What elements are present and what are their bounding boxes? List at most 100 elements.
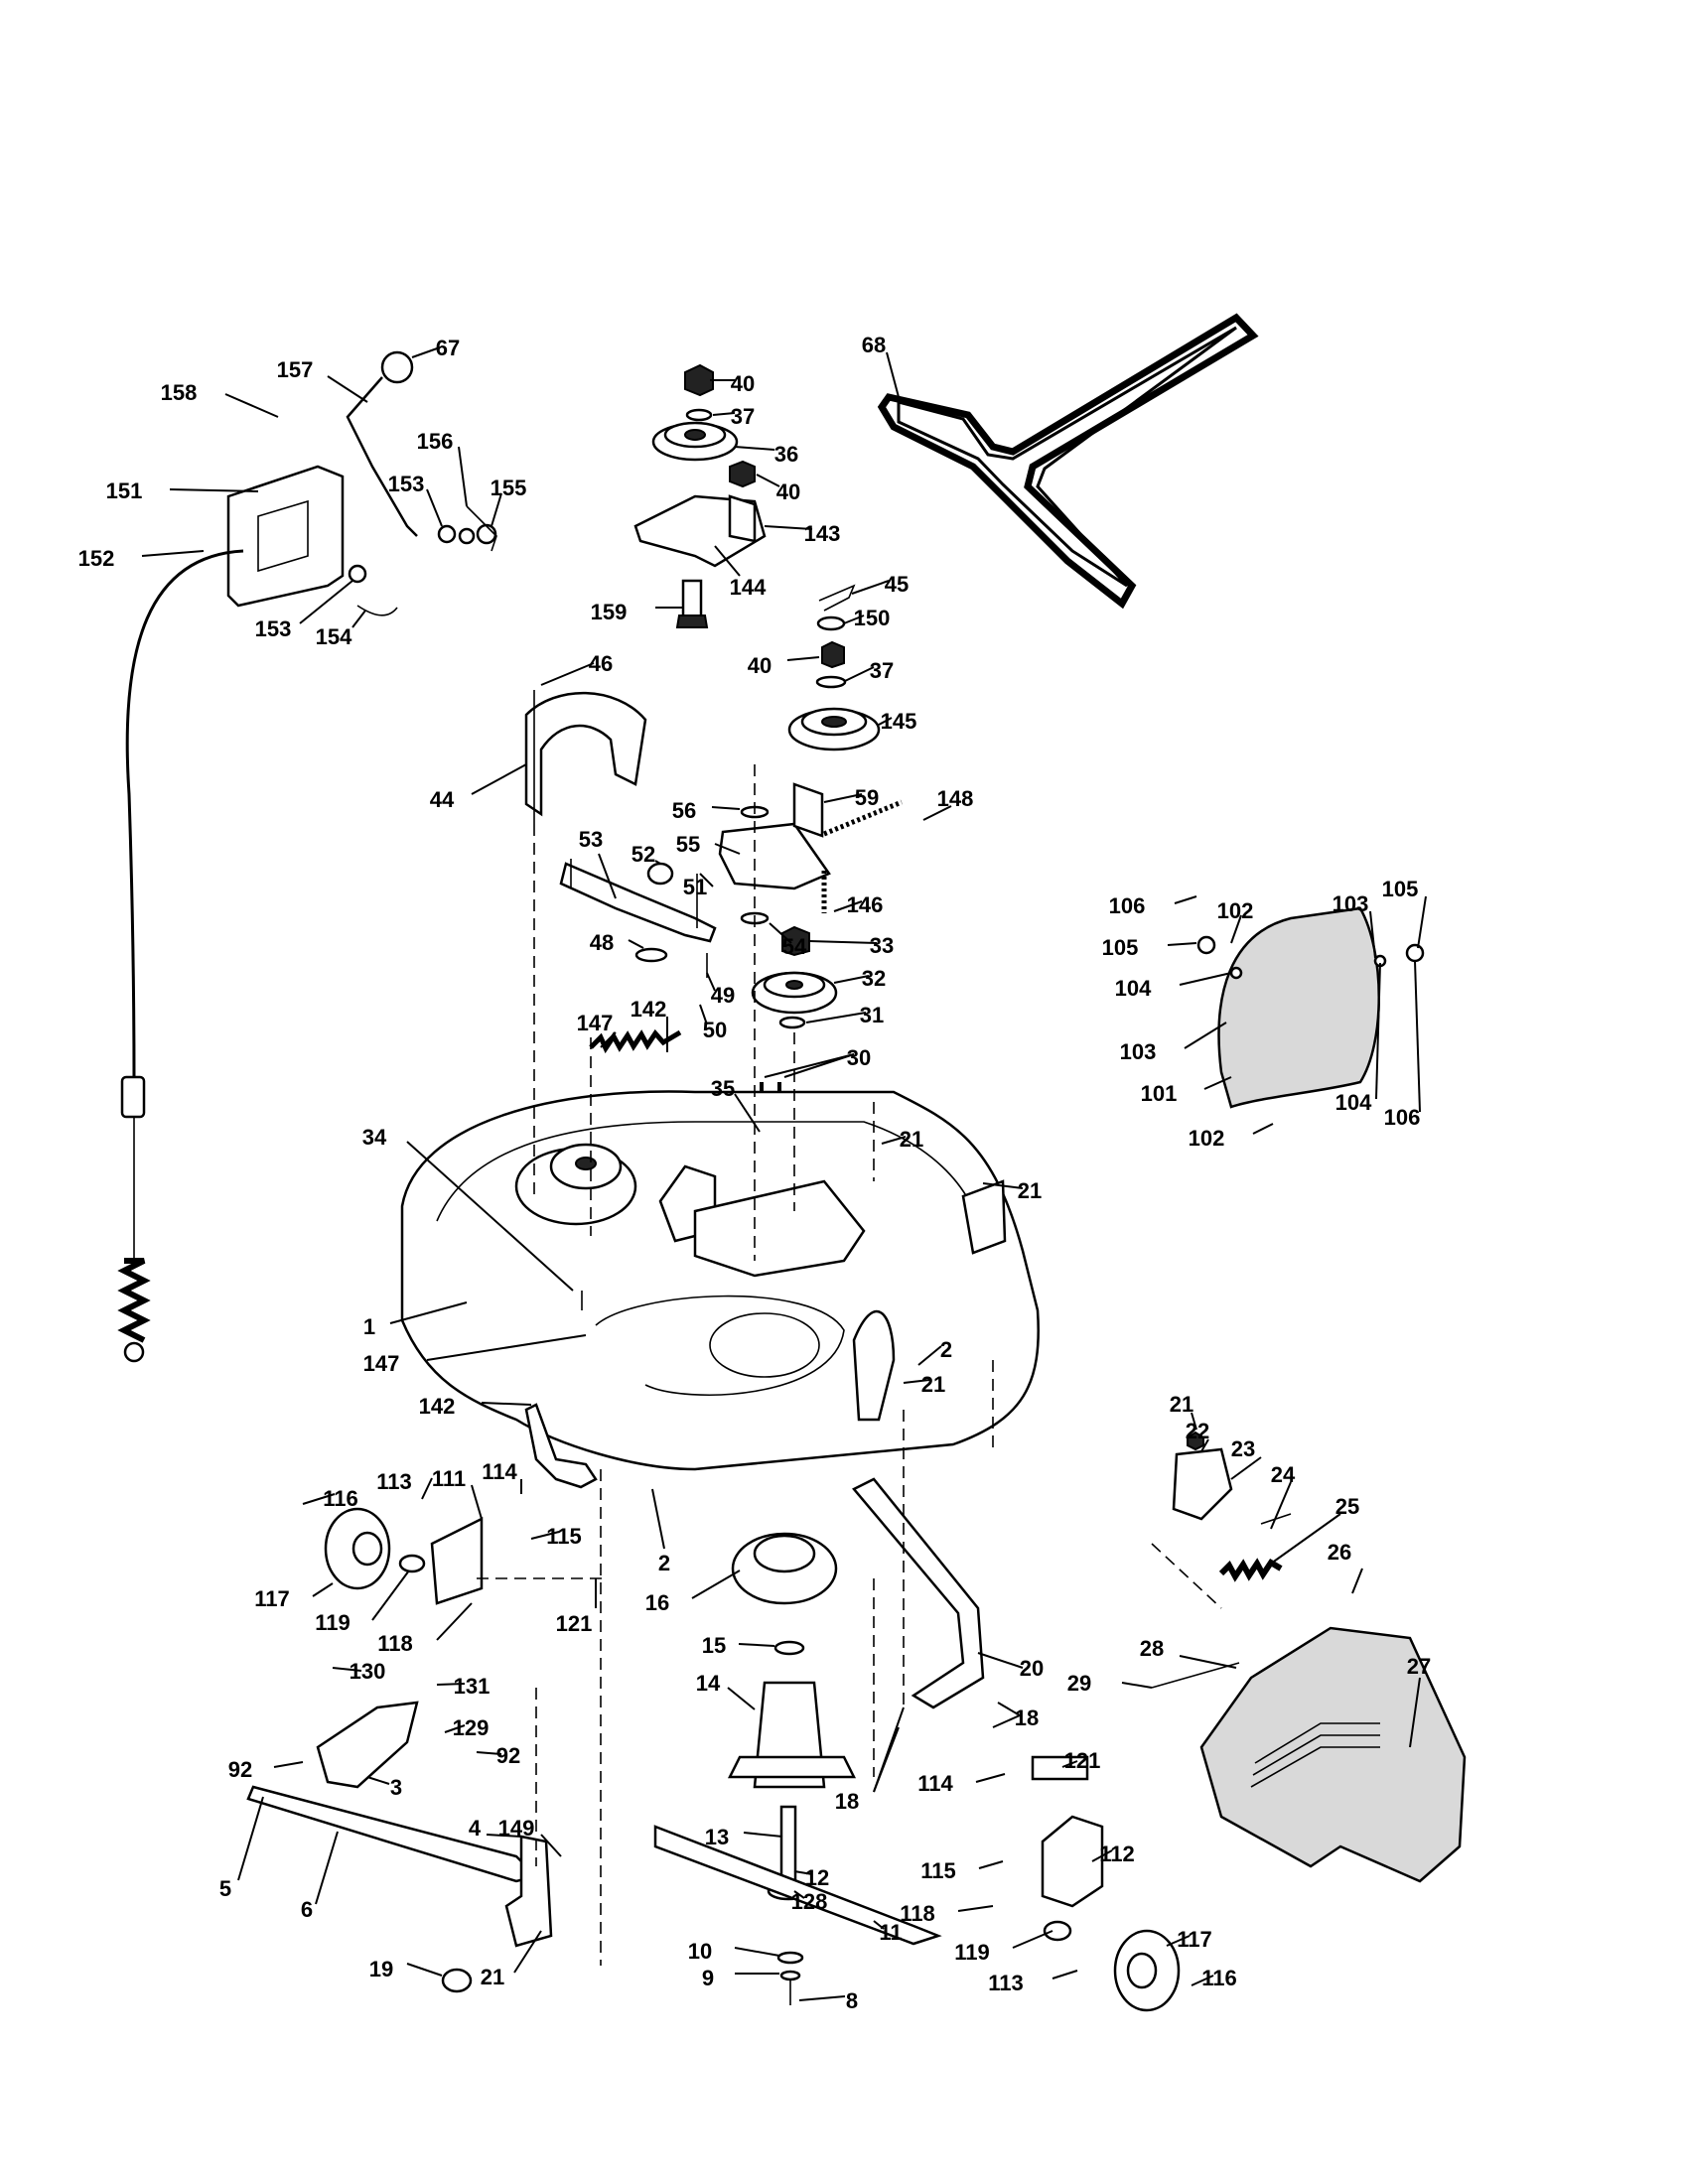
- part-number-label-121: 121: [1064, 1748, 1101, 1773]
- part-number-label-10: 10: [688, 1939, 712, 1964]
- lever-rod: [346, 376, 418, 537]
- part-number-label-8: 8: [846, 1988, 858, 2013]
- leader-lines: [141, 346, 1427, 2001]
- part-number-label-131: 131: [454, 1674, 491, 1699]
- part-number-label-106: 106: [1109, 893, 1146, 918]
- part-number-label-44: 44: [430, 787, 455, 812]
- part-number-label-21: 21: [481, 1965, 504, 1989]
- idler-arm-assembly: [559, 782, 903, 978]
- part-number-label-9: 9: [702, 1966, 714, 1990]
- part-number-label-21: 21: [1018, 1178, 1042, 1203]
- part-number-label-105: 105: [1102, 935, 1139, 960]
- part-number-label-147: 147: [363, 1351, 400, 1376]
- part-number-label-119: 119: [954, 1940, 990, 1965]
- part-number-label-18: 18: [1015, 1706, 1039, 1730]
- part-number-label-36: 36: [774, 442, 798, 467]
- part-number-label-4: 4: [469, 1816, 482, 1841]
- part-number-label-30: 30: [847, 1045, 871, 1070]
- gauge-wheel-right: [1031, 1755, 1181, 2012]
- front-brackets: [1172, 1431, 1292, 1582]
- lift-link: [524, 1403, 598, 1489]
- part-number-label-143: 143: [804, 521, 841, 546]
- part-number-label-18: 18: [835, 1789, 859, 1814]
- part-number-label-49: 49: [711, 983, 735, 1008]
- part-number-label-147: 147: [577, 1011, 614, 1035]
- part-number-label-68: 68: [862, 333, 886, 357]
- part-number-label-112: 112: [1099, 1842, 1135, 1866]
- lift-cable: [117, 549, 244, 1363]
- part-number-label-2: 2: [658, 1551, 670, 1575]
- assembly-lines: [477, 764, 1222, 1966]
- part-number-label-117: 117: [254, 1586, 290, 1611]
- lift-linkage: [246, 1701, 553, 1993]
- part-number-label-149: 149: [498, 1816, 535, 1841]
- part-number-label-54: 54: [782, 934, 807, 959]
- part-number-label-52: 52: [632, 842, 655, 867]
- part-number-label-101: 101: [1141, 1081, 1178, 1106]
- part-number-label-40: 40: [731, 371, 755, 396]
- part-number-label-55: 55: [676, 832, 700, 857]
- part-number-label-23: 23: [1231, 1436, 1255, 1461]
- part-number-label-150: 150: [854, 606, 891, 630]
- part-number-label-14: 14: [696, 1671, 721, 1696]
- deflector: [1196, 906, 1425, 1109]
- part-number-label-157: 157: [277, 357, 314, 382]
- part-number-label-113: 113: [988, 1971, 1024, 1995]
- part-number-label-59: 59: [855, 785, 879, 810]
- part-number-label-154: 154: [316, 624, 352, 649]
- part-number-label-13: 13: [705, 1825, 729, 1849]
- part-number-label-51: 51: [683, 875, 707, 899]
- part-number-label-106: 106: [1384, 1105, 1421, 1130]
- part-number-label-146: 146: [847, 892, 884, 917]
- part-number-label-16: 16: [645, 1590, 669, 1615]
- part-number-label-92: 92: [228, 1757, 252, 1782]
- part-number-label-21: 21: [921, 1372, 945, 1397]
- part-number-label-67: 67: [436, 336, 460, 360]
- part-number-label-26: 26: [1328, 1540, 1351, 1565]
- lever-bracket: [226, 465, 345, 608]
- part-number-label-92: 92: [496, 1743, 520, 1768]
- part-number-label-114: 114: [917, 1771, 953, 1796]
- mower-blade: [653, 1825, 942, 1946]
- part-number-label-46: 46: [589, 651, 613, 676]
- part-number-label-22: 22: [1186, 1419, 1209, 1443]
- part-number-label-2: 2: [940, 1337, 952, 1362]
- part-number-label-32: 32: [862, 966, 886, 991]
- part-number-label-102: 102: [1189, 1126, 1225, 1151]
- part-number-label-37: 37: [731, 404, 755, 429]
- part-number-label-103: 103: [1120, 1039, 1157, 1064]
- part-number-label-27: 27: [1407, 1654, 1431, 1679]
- part-number-label-15: 15: [702, 1633, 726, 1658]
- part-number-label-155: 155: [491, 476, 527, 500]
- part-number-label-114: 114: [482, 1459, 517, 1484]
- part-number-label-148: 148: [937, 786, 974, 811]
- part-number-label-158: 158: [161, 380, 198, 405]
- part-number-label-118: 118: [377, 1631, 413, 1656]
- idler-pulley-assembly: [633, 363, 767, 628]
- part-number-label-21: 21: [1170, 1392, 1193, 1417]
- part-number-label-116: 116: [323, 1486, 358, 1511]
- part-number-label-40: 40: [748, 653, 772, 678]
- part-number-label-37: 37: [870, 658, 894, 683]
- stabilizer-bracket: [852, 1477, 985, 1709]
- part-number-label-50: 50: [703, 1018, 727, 1042]
- mower-deck: [400, 1090, 1040, 1471]
- part-number-label-128: 128: [791, 1889, 828, 1914]
- part-number-label-34: 34: [362, 1125, 387, 1150]
- part-number-label-1: 1: [363, 1314, 375, 1339]
- part-number-label-3: 3: [390, 1775, 402, 1800]
- part-number-label-21: 21: [900, 1127, 923, 1152]
- part-number-label-144: 144: [730, 575, 767, 600]
- discharge-chute: [1151, 1626, 1467, 1883]
- part-number-label-12: 12: [805, 1865, 829, 1890]
- part-number-label-48: 48: [590, 930, 614, 955]
- part-number-label-159: 159: [591, 600, 628, 624]
- part-number-label-117: 117: [1177, 1927, 1212, 1952]
- part-number-label-53: 53: [579, 827, 603, 852]
- part-number-label-29: 29: [1067, 1671, 1091, 1696]
- lift-lever-assembly: [226, 350, 497, 616]
- part-number-label-45: 45: [885, 572, 909, 597]
- part-number-label-111: 111: [432, 1466, 466, 1491]
